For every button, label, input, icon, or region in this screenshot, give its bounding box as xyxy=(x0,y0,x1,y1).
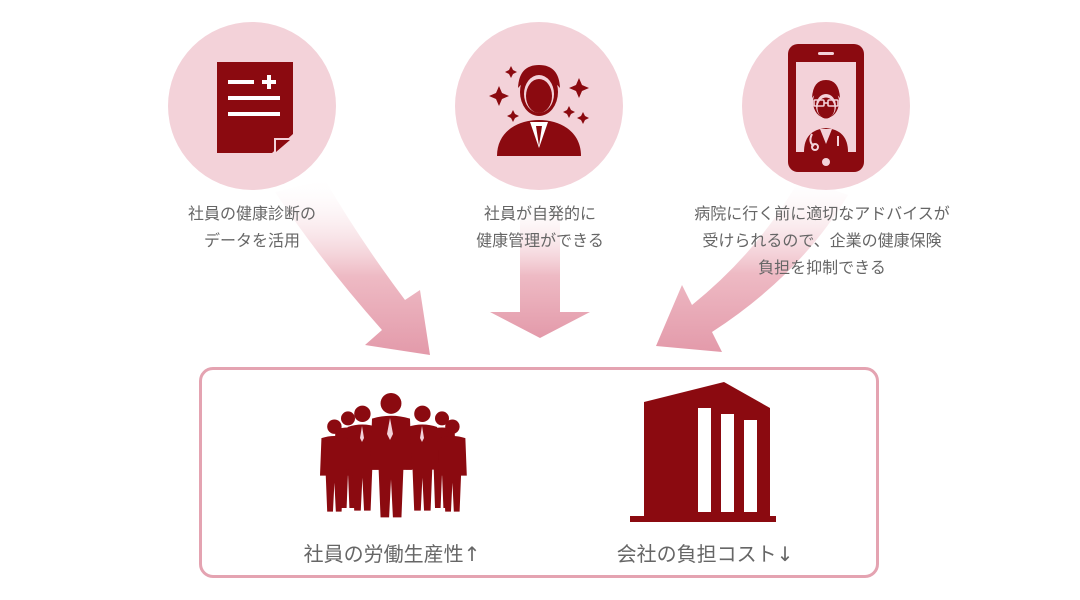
benefit-caption-remote-advice: 病院に行く前に適切なアドバイスが 受けられるので、企業の健康保険 負担を抑制でき… xyxy=(694,200,950,281)
result-label-productivity: 社員の労働生産性↑ xyxy=(303,542,481,566)
benefit-caption-self-management: 社員が自発的に 健康管理ができる xyxy=(476,200,604,254)
arrow-left xyxy=(275,180,430,355)
arrow-right xyxy=(656,178,848,352)
benefit-circle-health-data xyxy=(168,22,336,190)
employee-group-icon xyxy=(320,392,467,518)
benefit-caption-health-data: 社員の健康診断の データを活用 xyxy=(188,200,316,254)
smartphone-doctor-icon xyxy=(788,44,864,172)
benefit-circle-self-management xyxy=(455,22,623,190)
sparkling-employee-icon xyxy=(489,65,589,156)
caption-line: 社員の健康診断の xyxy=(187,204,317,223)
caption-line: 受けられるので、企業の健康保険 xyxy=(702,231,942,250)
benefit-circle-remote-advice xyxy=(742,22,910,190)
company-building-icon xyxy=(630,382,776,522)
caption-line: 負担を抑制できる xyxy=(758,258,886,277)
caption-line: データを活用 xyxy=(203,231,301,250)
caption-line: 健康管理ができる xyxy=(476,231,604,250)
caption-line: 病院に行く前に適切なアドバイスが xyxy=(694,204,950,223)
caption-line: 社員が自発的に xyxy=(483,204,596,223)
health-report-document-icon xyxy=(217,62,293,154)
result-label-cost: 会社の負担コスト↓ xyxy=(616,542,794,566)
arrow-center xyxy=(490,200,590,338)
